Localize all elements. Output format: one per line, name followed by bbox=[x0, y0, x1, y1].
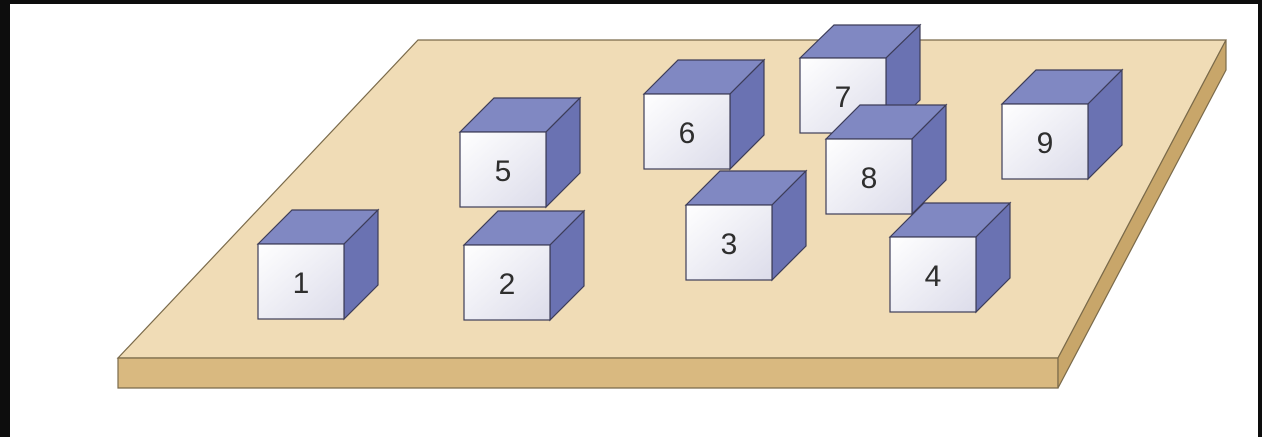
cube-label: 1 bbox=[293, 267, 310, 300]
cube-label: 9 bbox=[1037, 127, 1054, 160]
cube-4: 4 bbox=[890, 203, 1010, 312]
cube-2: 2 bbox=[464, 211, 584, 320]
cube-6: 6 bbox=[644, 60, 764, 169]
cube-label: 3 bbox=[721, 228, 738, 261]
cube-label: 4 bbox=[925, 260, 942, 293]
cube-label: 7 bbox=[835, 81, 852, 114]
cube-label: 6 bbox=[679, 117, 696, 150]
cube-9: 9 bbox=[1002, 70, 1122, 179]
cube-5: 5 bbox=[460, 98, 580, 207]
cube-label: 5 bbox=[495, 155, 512, 188]
board-front bbox=[118, 358, 1058, 388]
cube-3: 3 bbox=[686, 171, 806, 280]
cube-label: 8 bbox=[861, 162, 878, 195]
cube-8: 8 bbox=[826, 105, 946, 214]
cube-label: 2 bbox=[499, 268, 516, 301]
cube-1: 1 bbox=[258, 210, 378, 319]
